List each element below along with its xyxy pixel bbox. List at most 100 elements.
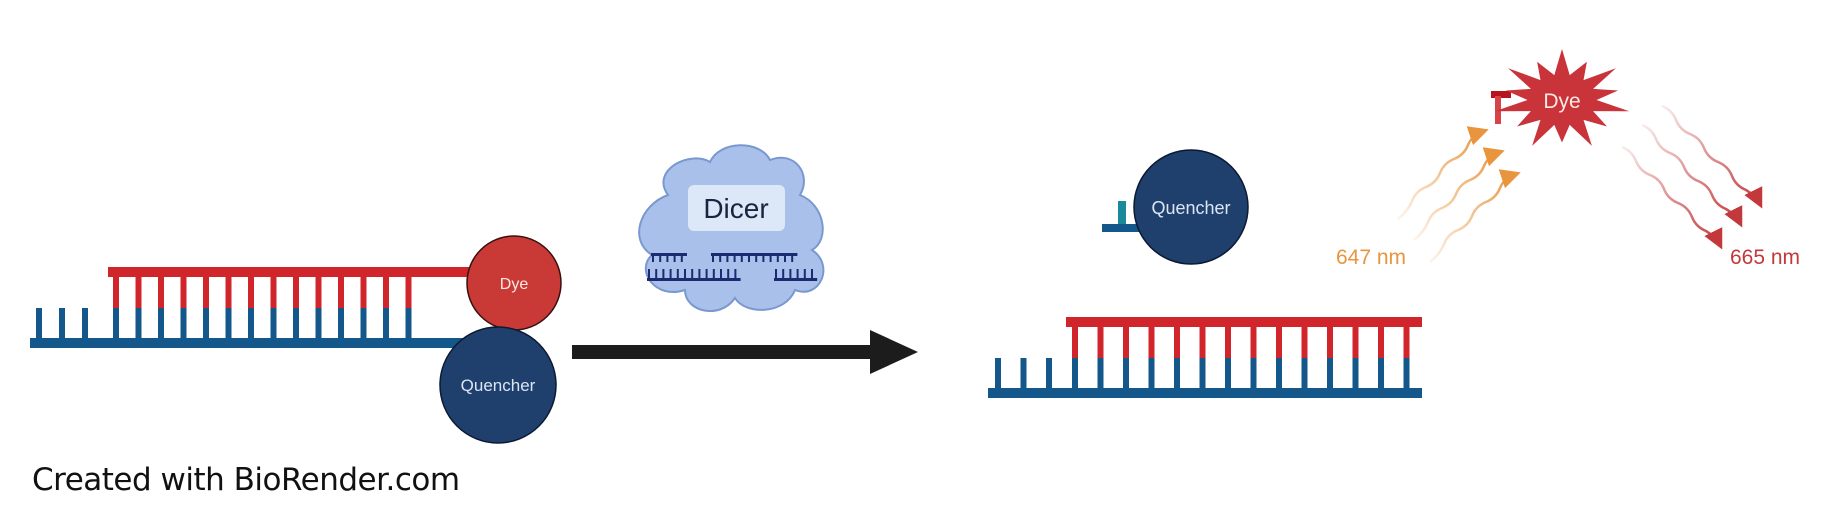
- antisense-base: [1097, 358, 1104, 390]
- rna-fragment-base: [740, 253, 743, 262]
- antisense-base: [315, 308, 322, 340]
- sense-base: [1072, 322, 1078, 358]
- rna-fragment-base: [784, 253, 786, 262]
- overhang-base: [1020, 358, 1027, 390]
- rna-fragment-base: [691, 269, 694, 278]
- sense-base: [360, 272, 367, 308]
- attribution-caption: Created with BioRender.com: [32, 462, 460, 498]
- sense-base: [1199, 322, 1206, 358]
- sense-base: [1148, 322, 1155, 358]
- reaction-arrow: [572, 330, 918, 374]
- base-pairs: [995, 322, 1410, 390]
- antisense-base: [1403, 358, 1410, 390]
- rna-fragment-backbone: [774, 278, 818, 281]
- sense-base: [405, 272, 412, 308]
- rna-fragment-base: [676, 269, 679, 278]
- rna-fragment-base: [727, 269, 730, 278]
- released-dye: Dye: [1491, 49, 1630, 146]
- rna-fragment-base: [748, 253, 750, 262]
- antisense-base: [360, 308, 367, 340]
- rna-fragment-backbone: [651, 253, 687, 256]
- rna-fragment-base: [662, 269, 665, 278]
- dicer-enzyme: Dicer: [638, 144, 825, 313]
- rna-fragment-base: [789, 269, 792, 278]
- rna-fragment-base: [796, 269, 799, 278]
- antisense-strand-backbone: [988, 388, 1422, 398]
- quencher-right-label: Quencher: [1151, 198, 1230, 218]
- antisense-base: [225, 308, 232, 340]
- antisense-base: [383, 308, 389, 340]
- emission-wave: [1621, 145, 1723, 250]
- excitation-wave: [1397, 126, 1489, 220]
- antisense-base: [293, 308, 299, 340]
- antisense-base: [1225, 358, 1231, 390]
- overhang-base: [995, 358, 1001, 390]
- rna-fragment-base: [669, 269, 672, 278]
- dye-left-label: Dye: [500, 276, 529, 293]
- emission-wave: [1641, 123, 1743, 228]
- antisense-base: [203, 308, 209, 340]
- emission-light: 665 nm: [1621, 104, 1800, 269]
- dicer-label-box: [688, 185, 785, 231]
- rna-fragment-base: [698, 269, 701, 278]
- quencher-left: Quencher: [439, 326, 557, 444]
- antisense-base: [1072, 358, 1078, 390]
- emission-wavelength: 665 nm: [1730, 246, 1800, 269]
- antisense-base: [405, 308, 412, 340]
- sense-base: [1352, 322, 1359, 358]
- sense-base: [383, 272, 389, 308]
- antisense-base: [1378, 358, 1384, 390]
- rna-fragment-base: [769, 253, 772, 262]
- rna-fragment-base: [775, 269, 777, 278]
- rna-fragment-base: [659, 253, 662, 262]
- sense-base: [225, 272, 232, 308]
- rna-fragment-base: [782, 269, 785, 278]
- excitation-wave: [1413, 147, 1505, 241]
- antisense-base: [1301, 358, 1308, 390]
- antisense-base: [1276, 358, 1282, 390]
- antisense-base: [1123, 358, 1129, 390]
- sense-base: [248, 272, 254, 308]
- rna-fragment-base: [719, 253, 722, 262]
- rna-fragment-base: [720, 269, 722, 278]
- rna-fragment-base: [791, 253, 794, 262]
- antisense-base: [1327, 358, 1333, 390]
- emission-wave: [1661, 104, 1763, 209]
- sirna-duplex-intact: [30, 267, 474, 348]
- rna-fragment-base: [803, 269, 806, 278]
- rna-fragment-backbone: [647, 278, 741, 281]
- sense-base: [1378, 322, 1384, 358]
- excitation-wavelength: 647 nm: [1336, 246, 1406, 269]
- antisense-base: [1148, 358, 1155, 390]
- sense-base: [1123, 322, 1129, 358]
- antisense-base: [1352, 358, 1359, 390]
- rna-fragment-base: [762, 253, 765, 262]
- dicer-label: Dicer: [703, 193, 768, 224]
- dye-starburst-shape: [1494, 49, 1630, 146]
- sense-base: [1174, 322, 1180, 358]
- released-quencher-fragment: Quencher: [1102, 149, 1249, 265]
- overhang-base: [82, 308, 88, 340]
- sense-base: [1250, 322, 1257, 358]
- sense-base: [1276, 322, 1282, 358]
- rna-fragment-base: [652, 253, 654, 262]
- rna-fragment-base: [776, 253, 779, 262]
- sense-base: [1403, 322, 1410, 358]
- sense-base: [1301, 322, 1308, 358]
- rna-fragment-base: [755, 253, 758, 262]
- rna-fragment-base: [811, 269, 813, 278]
- sense-base: [315, 272, 322, 308]
- rna-fragment-base: [673, 253, 676, 262]
- excitation-light: 647 nm: [1336, 126, 1521, 269]
- antisense-strand-backbone: [30, 338, 470, 348]
- sense-base: [180, 272, 187, 308]
- rna-fragment-base: [655, 269, 658, 278]
- cleaved-rna-fragments: [647, 253, 818, 281]
- sense-base: [1327, 322, 1333, 358]
- quencher-left-label: Quencher: [461, 376, 536, 395]
- antisense-base: [113, 308, 119, 340]
- sense-base: [338, 272, 344, 308]
- antisense-base: [248, 308, 254, 340]
- sense-base: [203, 272, 209, 308]
- rna-fragment-base: [726, 253, 729, 262]
